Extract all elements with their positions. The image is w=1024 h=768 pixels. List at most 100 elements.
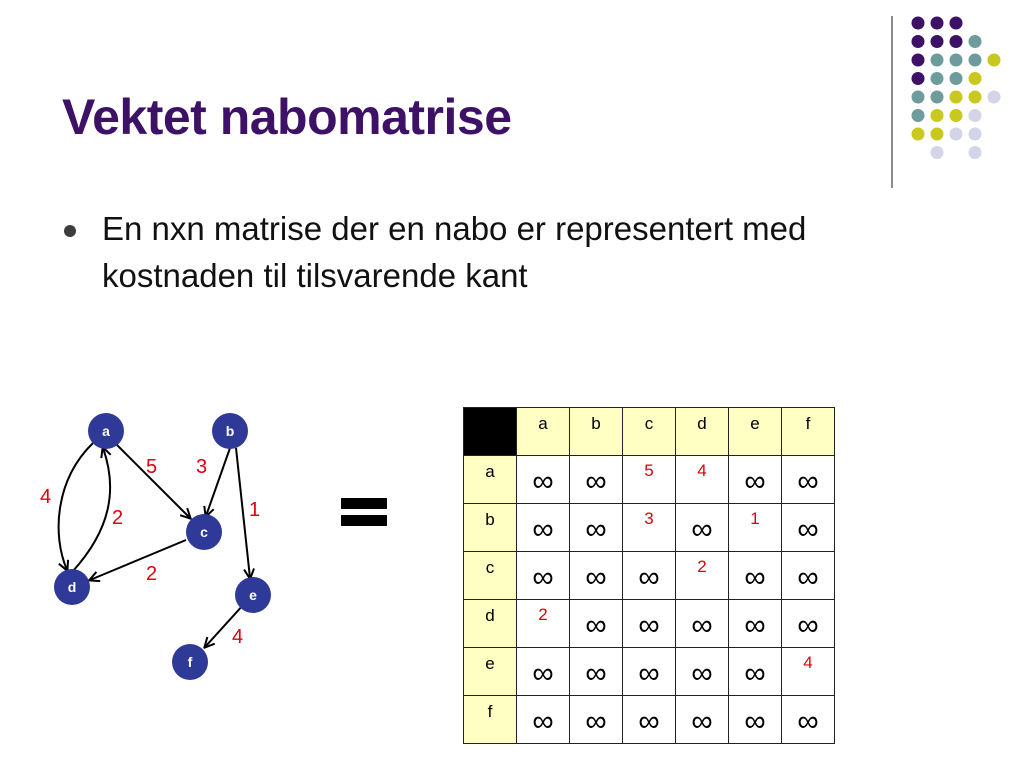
matrix-cell: ∞ — [675, 647, 729, 696]
matrix-row: e∞∞∞∞∞4 — [463, 647, 835, 696]
matrix-row-header: a — [463, 455, 517, 504]
matrix-row-header: e — [463, 647, 517, 696]
slide-title: Vektet nabomatrise — [62, 89, 512, 145]
decorative-dot — [930, 53, 944, 67]
edge-weight-a-d: 4 — [40, 486, 51, 508]
decorative-dot — [968, 109, 982, 122]
node-c: c — [186, 514, 222, 550]
decorative-dot — [968, 72, 982, 85]
matrix-cell: 2 — [516, 599, 570, 648]
decorative-dot — [911, 109, 925, 122]
equals-sign — [341, 498, 387, 528]
node-a: a — [88, 413, 124, 449]
edge-weight-d-a: 2 — [112, 507, 123, 529]
matrix-col-header: e — [728, 407, 782, 456]
matrix-cell: ∞ — [728, 695, 782, 744]
node-b: b — [212, 413, 248, 449]
matrix-cell: ∞ — [781, 503, 835, 552]
matrix-cell: ∞ — [781, 695, 835, 744]
equals-bar-bottom — [341, 515, 387, 526]
svg-text:b: b — [226, 423, 235, 439]
decorative-dot — [930, 90, 944, 104]
matrix-cell: 1 — [728, 503, 782, 552]
matrix-row-header: d — [463, 599, 517, 648]
edge-weight-b-e: 1 — [249, 499, 260, 521]
matrix-cell: ∞ — [569, 695, 623, 744]
decorative-divider — [891, 16, 893, 188]
matrix-cell: ∞ — [622, 551, 676, 600]
decorative-dot — [949, 127, 963, 141]
edge-e-f — [205, 603, 245, 647]
matrix-cell: 4 — [675, 455, 729, 504]
bullet-icon — [64, 225, 76, 237]
decorative-dot — [930, 72, 944, 85]
matrix-col-header: f — [781, 407, 835, 456]
decorative-dot — [911, 16, 925, 30]
decorative-dot — [949, 72, 963, 85]
matrix-cell: ∞ — [569, 599, 623, 648]
edge-c-d — [90, 539, 187, 580]
matrix-col-header: c — [622, 407, 676, 456]
matrix-cell: ∞ — [675, 599, 729, 648]
matrix-cell: ∞ — [728, 599, 782, 648]
edge-weight-e-f: 4 — [232, 626, 243, 648]
matrix-cell: ∞ — [622, 695, 676, 744]
decorative-dot — [987, 53, 1001, 67]
matrix-row-header: f — [463, 695, 517, 744]
decorative-dot — [911, 127, 925, 141]
matrix-cell: ∞ — [622, 599, 676, 648]
decorative-dot — [968, 90, 982, 104]
equals-bar-top — [341, 498, 387, 509]
edge-a-c — [116, 444, 190, 518]
matrix-row-header: c — [463, 551, 517, 600]
decorative-dot — [968, 127, 982, 141]
decorative-dot — [930, 146, 944, 159]
matrix-col-header: d — [675, 407, 729, 456]
matrix-cell: ∞ — [569, 551, 623, 600]
matrix-cell: 4 — [781, 647, 835, 696]
edge-b-e — [235, 447, 250, 578]
matrix-cell: ∞ — [569, 647, 623, 696]
matrix-cell: ∞ — [516, 551, 570, 600]
svg-text:d: d — [68, 579, 77, 595]
matrix-cell: ∞ — [622, 647, 676, 696]
svg-text:c: c — [200, 524, 208, 540]
decorative-dot — [968, 35, 982, 48]
decorative-dot — [949, 35, 963, 48]
matrix-cell: ∞ — [781, 551, 835, 600]
edge-a-d — [57, 442, 94, 570]
node-d: d — [54, 569, 90, 605]
matrix-col-header: a — [516, 407, 570, 456]
edge-weight-c-d: 2 — [146, 563, 157, 585]
decorative-dot — [949, 16, 963, 30]
matrix-cell: ∞ — [569, 503, 623, 552]
node-e: e — [235, 577, 271, 613]
matrix-corner-cell — [463, 407, 517, 456]
matrix-header-row: a b c d e f — [463, 407, 835, 456]
matrix-cell: ∞ — [675, 503, 729, 552]
matrix-col-header: b — [569, 407, 623, 456]
matrix-cell: ∞ — [781, 455, 835, 504]
matrix-cell: 3 — [622, 503, 676, 552]
decorative-dot — [911, 72, 925, 85]
svg-text:f: f — [188, 654, 193, 670]
matrix-cell: 2 — [675, 551, 729, 600]
edge-b-c — [206, 447, 231, 516]
matrix-row: f∞∞∞∞∞∞ — [463, 695, 835, 744]
matrix-cell: ∞ — [569, 455, 623, 504]
matrix-cell: 5 — [622, 455, 676, 504]
decorative-dot-grid — [911, 16, 1001, 159]
svg-text:e: e — [249, 587, 257, 603]
decorative-dot — [949, 109, 963, 122]
decorative-dot — [930, 16, 944, 30]
decorative-dot — [968, 53, 982, 67]
matrix-cell: ∞ — [516, 455, 570, 504]
svg-text:a: a — [102, 423, 110, 439]
matrix-cell: ∞ — [728, 647, 782, 696]
matrix-row-header: b — [463, 503, 517, 552]
matrix-cell: ∞ — [516, 695, 570, 744]
decorative-dot — [911, 90, 925, 104]
node-f: f — [172, 644, 208, 680]
matrix-row: b∞∞3∞1∞ — [463, 503, 835, 552]
